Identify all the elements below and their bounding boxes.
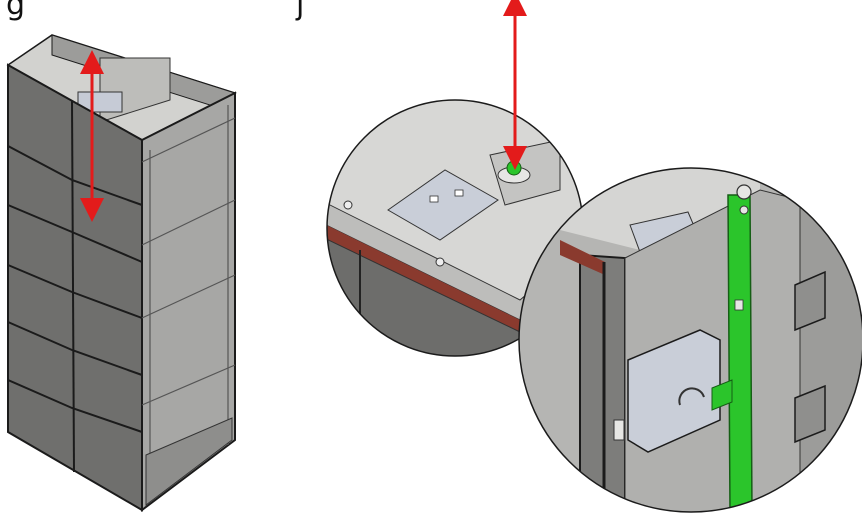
latch-rod-tab — [711, 379, 733, 411]
top-panel-rim — [327, 199, 583, 321]
bolt-hole — [435, 257, 445, 267]
heading-fragment-2: j — [295, 0, 304, 22]
latch-rod-green — [727, 194, 753, 512]
lock-body — [627, 329, 721, 453]
rod-top-pin — [739, 205, 749, 215]
detail-side-rod-view — [518, 167, 862, 513]
detail-side-outline — [518, 167, 862, 513]
latch-plate — [387, 169, 499, 241]
cabinet-side-face — [141, 91, 236, 513]
lock-handle — [613, 419, 625, 441]
latch-pin-green — [506, 160, 522, 176]
lock-notch — [678, 387, 705, 406]
cabinet-isometric-view — [6, 34, 237, 513]
rod-top-fitting — [736, 184, 752, 200]
bolt-hole-2 — [343, 200, 353, 210]
side-gasket — [560, 240, 605, 275]
gasket-strip — [327, 222, 520, 332]
front-vertical-seam — [71, 100, 75, 473]
heading-fragment: g — [6, 0, 25, 22]
plate-slot-2 — [454, 189, 464, 197]
cabinet-front-face — [7, 63, 143, 512]
plate-slot — [429, 195, 439, 203]
cabinet-base-vent — [145, 417, 233, 507]
side-panel-seams — [141, 105, 236, 500]
rod-guide — [734, 299, 744, 311]
front-panel-seams — [7, 145, 143, 433]
